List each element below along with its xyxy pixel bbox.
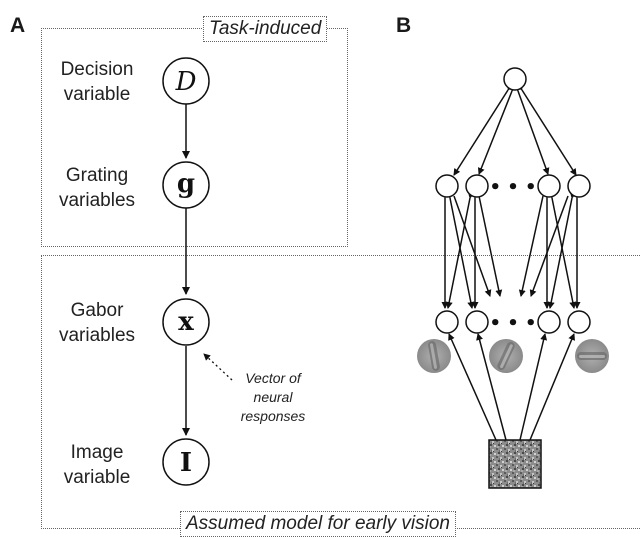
- edge-m4-l3: [547, 191, 577, 309]
- lower-node-3: [537, 310, 561, 334]
- gabor-patch-icon: [417, 339, 609, 373]
- gabor-variables-label: Gabor variables: [58, 300, 136, 346]
- edge-m3-l4: [547, 191, 577, 309]
- edge-m2-l1: [445, 191, 475, 309]
- annotation-arrow: [203, 353, 233, 381]
- edge-img-l1: [448, 333, 497, 441]
- middle-node-4: [567, 174, 591, 198]
- gabor-patch-1: [417, 339, 451, 373]
- panel-a-label: A: [10, 14, 26, 37]
- task-induced-box: [41, 28, 348, 247]
- image-variable-label: Image variable: [63, 442, 131, 488]
- noise-image-icon: [488, 439, 542, 489]
- grating-node: [162, 161, 210, 209]
- gabor-patch-2: [489, 339, 523, 373]
- grating-variables-label: Grating variables: [58, 165, 136, 211]
- edge-img-l4: [529, 333, 575, 441]
- edge-top-m2: [477, 84, 518, 175]
- edge-img-l2: [476, 333, 507, 441]
- neural-responses-annotation: Vector of neural responses: [240, 370, 306, 424]
- panel-b-label: B: [396, 14, 412, 37]
- panel-a-chain: D g x I: [162, 57, 233, 486]
- lower-node-2: [465, 310, 489, 334]
- middle-node-3: [537, 174, 561, 198]
- decision-variable-label: Decision variable: [60, 59, 134, 105]
- middle-node-1: [435, 174, 459, 198]
- top-node: [503, 67, 527, 91]
- edge-img-l3: [519, 333, 548, 441]
- lower-ellipsis: • • •: [489, 313, 536, 334]
- task-induced-title: Task-induced: [203, 16, 328, 42]
- edge-m2-dots: [478, 195, 503, 297]
- grating-node-symbol: g: [177, 169, 195, 199]
- gabor-node: [162, 298, 210, 346]
- edge-top-m3: [512, 84, 550, 175]
- panel-b-nodes: [435, 67, 591, 334]
- lower-node-4: [567, 310, 591, 334]
- edge-top-m4: [515, 83, 577, 176]
- image-node: [162, 438, 210, 486]
- edge-m3-dots: [518, 195, 544, 297]
- gabor-patch-3: [575, 339, 609, 373]
- gabor-node-symbol: x: [178, 307, 194, 337]
- image-node-symbol: I: [180, 448, 192, 478]
- lower-node-1: [435, 310, 459, 334]
- decision-node-symbol: D: [175, 67, 197, 97]
- decision-node: [162, 57, 210, 105]
- middle-node-2: [465, 174, 489, 198]
- panel-b-network: [441, 83, 581, 441]
- early-vision-title: Assumed model for early vision: [180, 511, 456, 537]
- middle-ellipsis: • • •: [489, 177, 536, 198]
- edge-top-m1: [453, 83, 515, 176]
